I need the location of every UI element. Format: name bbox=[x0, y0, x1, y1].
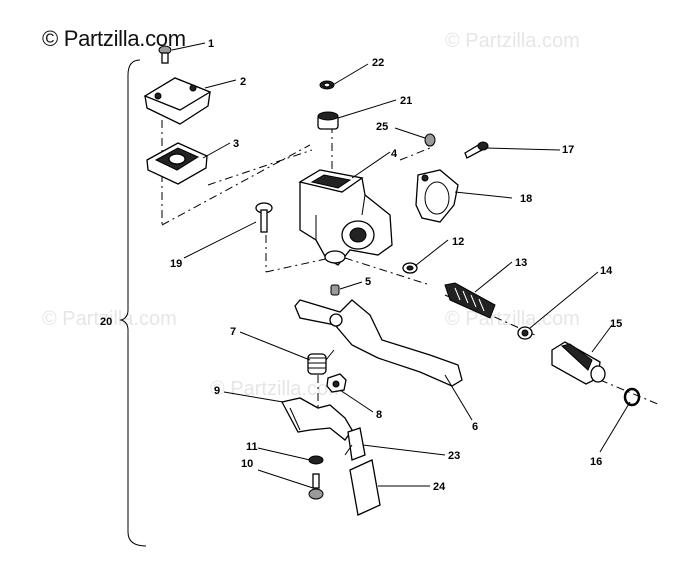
small-spring bbox=[330, 284, 340, 296]
reservoir-nut bbox=[319, 80, 335, 90]
callout-15: 15 bbox=[610, 318, 622, 330]
callout-21: 21 bbox=[400, 95, 412, 107]
callout-11: 11 bbox=[246, 441, 258, 453]
callout-1: 1 bbox=[208, 38, 214, 50]
callout-25: 25 bbox=[376, 121, 388, 133]
master-cylinder-body bbox=[298, 169, 393, 266]
callout-9: 9 bbox=[214, 385, 220, 397]
brake-switch bbox=[344, 427, 366, 461]
callout-4: 4 bbox=[391, 148, 398, 160]
label-plate bbox=[349, 459, 381, 516]
callout-24: 24 bbox=[433, 481, 446, 493]
callout-19: 19 bbox=[170, 258, 182, 270]
washer bbox=[402, 262, 418, 274]
callout-numbers: 1 2 3 4 5 6 7 8 9 10 11 12 13 14 15 16 1… bbox=[100, 38, 622, 493]
callout-5: 5 bbox=[365, 276, 371, 288]
handlebar-clamp bbox=[415, 169, 459, 223]
callout-18: 18 bbox=[520, 193, 532, 205]
brake-lever bbox=[294, 299, 463, 387]
callout-10: 10 bbox=[241, 458, 253, 470]
torsion-spring bbox=[307, 349, 335, 375]
bushing bbox=[317, 111, 339, 130]
callout-13: 13 bbox=[515, 257, 527, 269]
snap-ring bbox=[623, 387, 641, 407]
callout-14: 14 bbox=[600, 265, 613, 277]
callout-23: 23 bbox=[448, 450, 460, 462]
reservoir-cap bbox=[143, 77, 212, 125]
switch-bracket bbox=[281, 397, 353, 441]
diaphragm bbox=[146, 142, 208, 185]
piston-assembly bbox=[551, 341, 606, 385]
rubber-boot bbox=[444, 282, 496, 319]
callout-7: 7 bbox=[230, 326, 236, 338]
piston-washer bbox=[517, 326, 533, 340]
clamp-bolt bbox=[464, 141, 489, 159]
callout-16: 16 bbox=[590, 456, 602, 468]
callout-12: 12 bbox=[452, 236, 464, 248]
watermark: © Partzilla.com bbox=[445, 308, 580, 330]
pivot-pin bbox=[255, 202, 273, 233]
watermark: © Partzilla.com bbox=[445, 30, 580, 52]
callout-17: 17 bbox=[562, 144, 574, 156]
leader-lines bbox=[171, 42, 631, 489]
assembly-bracket bbox=[119, 59, 147, 547]
callout-6: 6 bbox=[472, 421, 478, 433]
watermark: © Partzilla.com bbox=[210, 378, 345, 400]
callout-8: 8 bbox=[376, 409, 382, 421]
lever-nut bbox=[326, 373, 347, 393]
callout-20: 20 bbox=[100, 316, 112, 328]
mount-screw bbox=[308, 473, 324, 500]
watermark: © Partzilla.com bbox=[42, 308, 177, 330]
lock-washer bbox=[308, 455, 324, 465]
callout-2: 2 bbox=[240, 76, 246, 88]
cover-screw bbox=[158, 45, 172, 64]
small-screw bbox=[424, 133, 436, 147]
callout-3: 3 bbox=[233, 138, 239, 150]
callout-22: 22 bbox=[372, 57, 384, 69]
